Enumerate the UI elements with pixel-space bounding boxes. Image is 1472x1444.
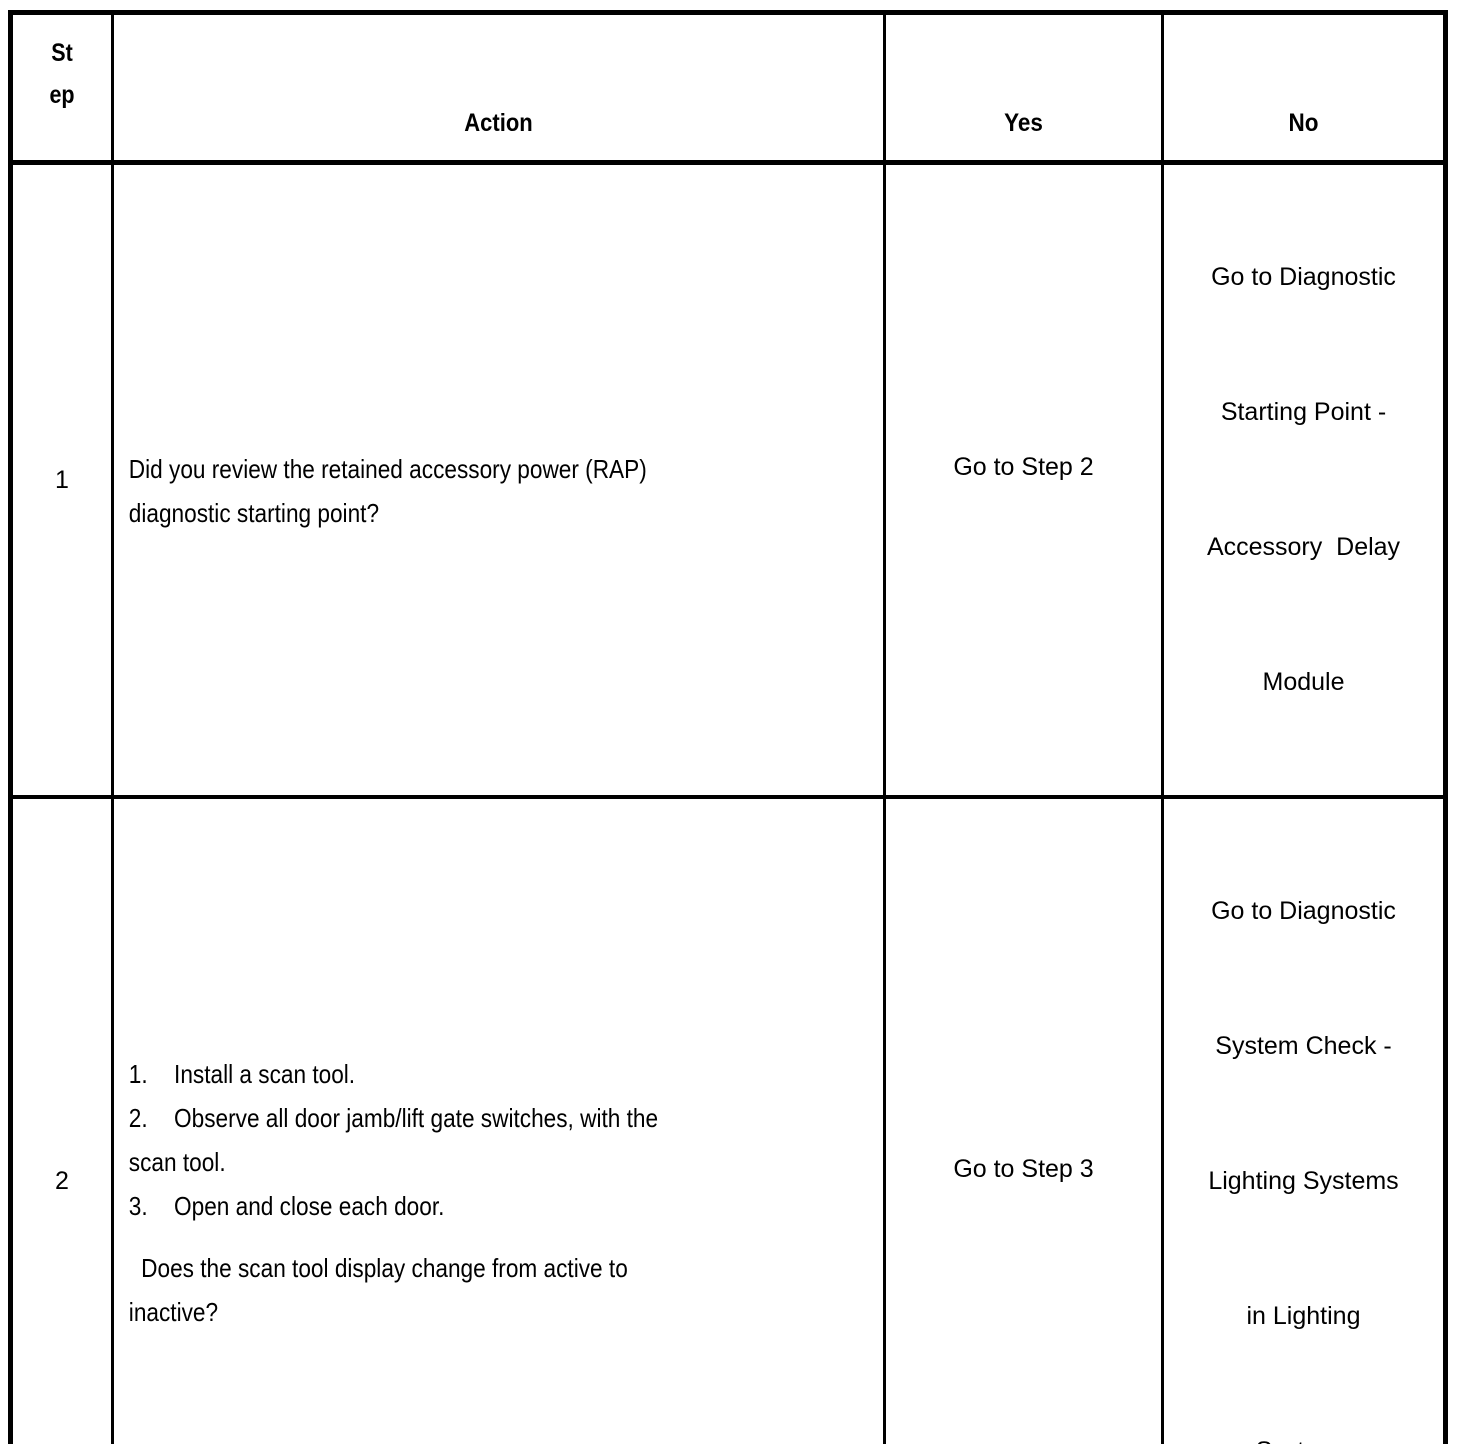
no-action-line: Starting Point -: [1220, 398, 1387, 426]
action-spacer: [129, 1228, 898, 1246]
column-header-action: Action: [112, 12, 886, 165]
step-number: 2: [55, 1167, 69, 1195]
table-row: 2 1. Install a scan tool. 2. Observe all…: [10, 797, 1446, 1444]
no-cell: Go to Diagnostic System Check - Lighting…: [1162, 797, 1446, 1444]
yes-action-text: Go to Step 2: [953, 453, 1094, 481]
column-header-step: St ep: [10, 12, 114, 165]
column-header-action-label: Action: [464, 109, 533, 137]
no-action-line: Systems: [1172, 1429, 1435, 1444]
no-action-line: in Lighting: [1246, 1302, 1361, 1330]
action-cell: 1. Install a scan tool. 2. Observe all d…: [112, 797, 886, 1444]
list-item-text: Observe all door jamb/lift gate switches…: [174, 1102, 659, 1133]
action-text-line: Did you review the retained accessory po…: [128, 454, 647, 484]
action-question-line: Does the scan tool display change from a…: [134, 1252, 628, 1283]
no-action-line: System Check -: [1215, 1032, 1392, 1060]
table-header-row: St ep Action Yes No: [10, 12, 1446, 165]
step-number-cell: 1: [10, 162, 114, 799]
action-cell: Did you review the retained accessory po…: [112, 162, 886, 799]
action-list-item: 2. Observe all door jamb/lift gate switc…: [129, 1096, 898, 1140]
diagnostic-procedure-table: St ep Action Yes No 1: [8, 10, 1448, 1444]
no-cell: Go to Diagnostic Starting Point - Access…: [1162, 162, 1446, 799]
column-header-no: No: [1162, 12, 1446, 165]
action-text-line: diagnostic starting point?: [128, 498, 380, 528]
step-number: 1: [55, 465, 69, 494]
column-header-step-line1: St: [51, 39, 73, 67]
table-row: 1 Did you review the retained accessory …: [10, 162, 1446, 799]
column-header-no-label: No: [1288, 109, 1319, 137]
column-header-step-line2: ep: [49, 81, 75, 109]
no-action-line: Go to Diagnostic: [1211, 263, 1396, 291]
column-header-yes: Yes: [884, 12, 1164, 165]
no-action-line: Lighting Systems: [1208, 1167, 1399, 1195]
list-item-marker: 1.: [128, 1058, 148, 1089]
column-header-yes-label: Yes: [1004, 109, 1043, 137]
yes-cell: Go to Step 2: [884, 162, 1164, 799]
list-item-wrap-line: scan tool.: [128, 1146, 226, 1177]
action-question-line: inactive?: [128, 1296, 219, 1327]
diagnostic-table-page: St ep Action Yes No 1: [8, 10, 1448, 1444]
list-item-marker: 3.: [128, 1190, 148, 1221]
yes-action-text: Go to Step 3: [953, 1154, 1094, 1183]
no-action-line: Go to Diagnostic: [1211, 897, 1396, 925]
list-item-marker: 2.: [128, 1102, 148, 1133]
action-list-item: 3. Open and close each door.: [129, 1184, 898, 1228]
yes-cell: Go to Step 3: [884, 797, 1164, 1444]
no-action-line: Module: [1262, 668, 1345, 696]
no-action-line: Accessory Delay: [1206, 533, 1401, 561]
action-list-item: 1. Install a scan tool.: [129, 1052, 898, 1096]
step-number-cell: 2: [10, 797, 114, 1444]
list-item-text: Install a scan tool.: [174, 1058, 356, 1089]
list-item-text: Open and close each door.: [174, 1190, 445, 1221]
